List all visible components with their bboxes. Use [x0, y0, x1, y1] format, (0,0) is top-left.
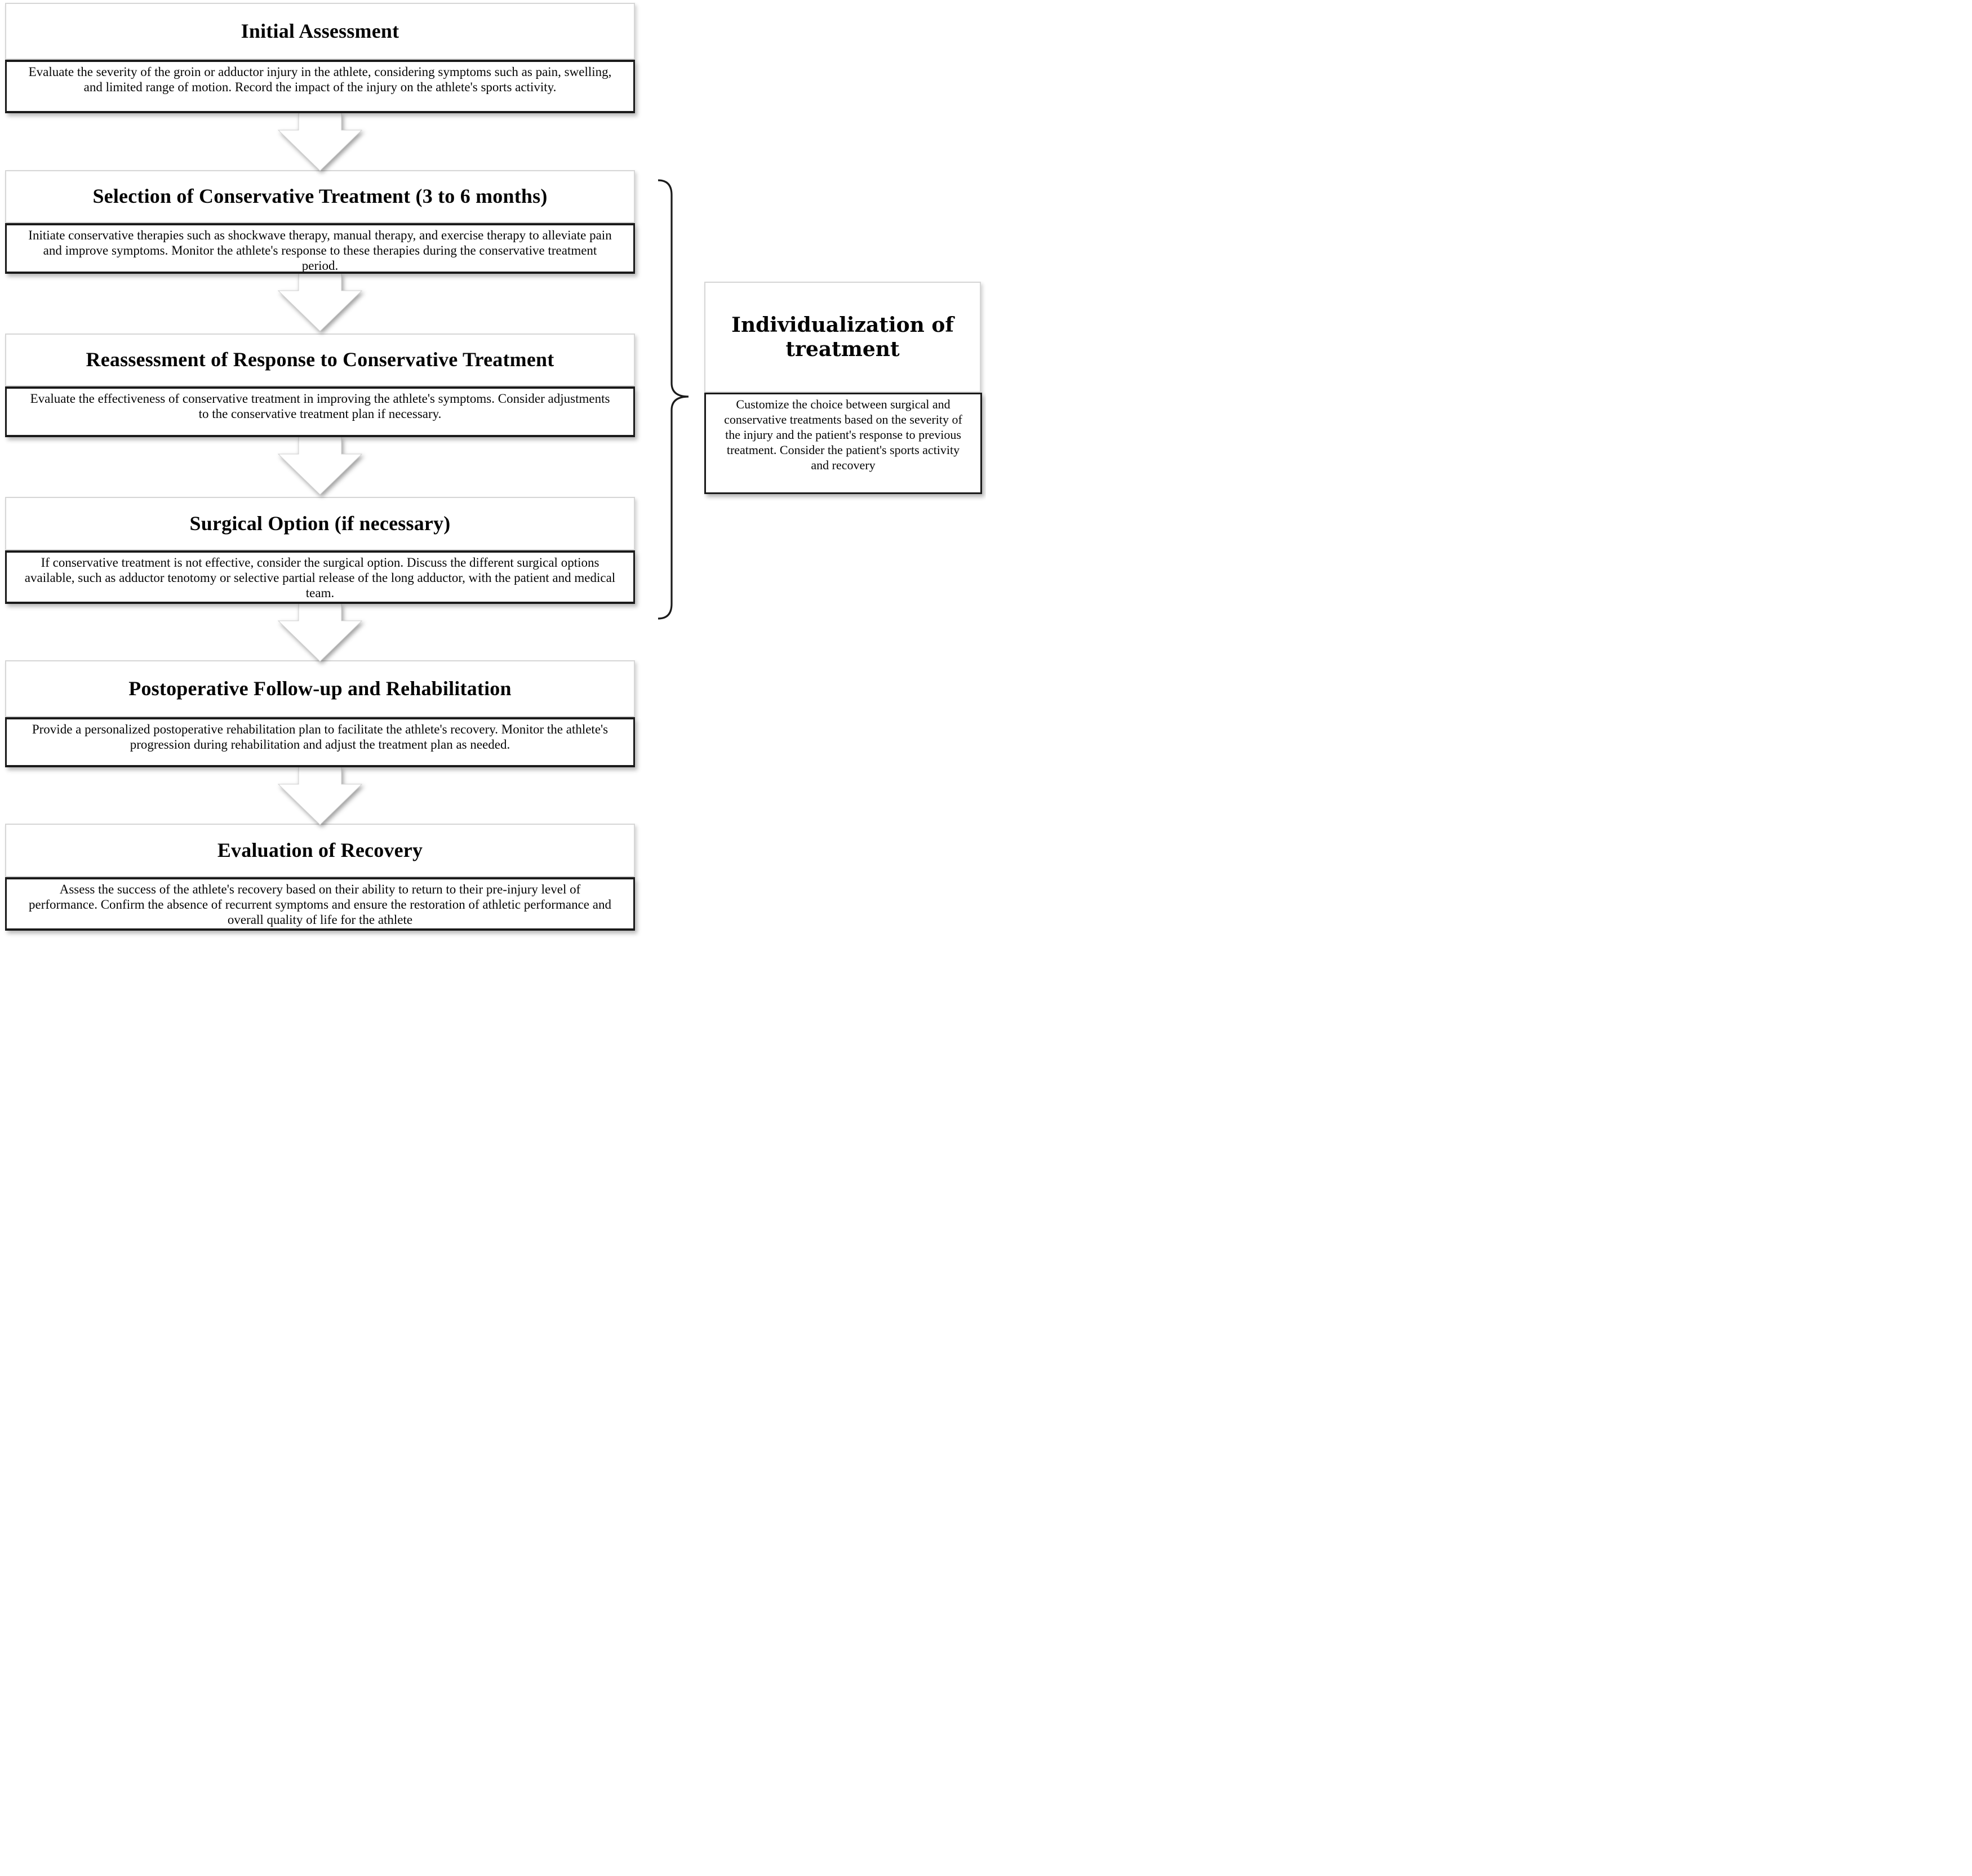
step-5-title-box: Postoperative Follow-up and Rehabilitati…	[5, 660, 635, 717]
step-1-title-box: Initial Assessment	[5, 3, 635, 60]
step-6-description-box: Assess the success of the athlete's reco…	[5, 877, 635, 931]
step-5-description-box: Provide a personalized postoperative reh…	[5, 717, 635, 767]
down-arrow-icon	[277, 767, 363, 825]
step-2-title-box: Selection of Conservative Treatment (3 t…	[5, 170, 635, 223]
side-note-description: Customize the choice between surgical an…	[724, 397, 962, 472]
step-3-description-box: Evaluate the effectiveness of conservati…	[5, 386, 635, 437]
step-5-title: Postoperative Follow-up and Rehabilitati…	[128, 677, 512, 700]
step-3-description: Evaluate the effectiveness of conservati…	[30, 392, 610, 421]
step-4-title: Surgical Option (if necessary)	[189, 512, 451, 535]
step-4-description: If conservative treatment is not effecti…	[24, 555, 616, 600]
step-1-title: Initial Assessment	[241, 19, 399, 42]
step-3-title-box: Reassessment of Response to Conservative…	[5, 334, 635, 386]
step-1-description-box: Evaluate the severity of the groin or ad…	[5, 60, 635, 113]
flowchart: Initial Assessment Evaluate the severity…	[0, 0, 986, 938]
step-2-description: Initiate conservative therapies such as …	[28, 228, 612, 273]
side-note-title-box: Individualization of treatment	[704, 282, 981, 393]
step-6-description: Assess the success of the athlete's reco…	[29, 882, 611, 927]
step-6-title-box: Evaluation of Recovery	[5, 824, 635, 877]
step-5-description: Provide a personalized postoperative reh…	[32, 722, 609, 752]
step-6-title: Evaluation of Recovery	[217, 838, 423, 861]
down-arrow-icon	[277, 437, 363, 495]
side-note-title: Individualization of treatment	[731, 313, 954, 361]
step-2-title: Selection of Conservative Treatment (3 t…	[92, 185, 548, 208]
side-note-description-box: Customize the choice between surgical an…	[704, 393, 982, 494]
down-arrow-icon	[277, 274, 363, 332]
right-curly-brace-icon	[658, 179, 689, 620]
step-4-description-box: If conservative treatment is not effecti…	[5, 550, 635, 604]
step-2-description-box: Initiate conservative therapies such as …	[5, 223, 635, 274]
step-4-title-box: Surgical Option (if necessary)	[5, 497, 635, 550]
step-1-description: Evaluate the severity of the groin or ad…	[28, 65, 612, 94]
down-arrow-icon	[277, 113, 363, 171]
step-3-title: Reassessment of Response to Conservative…	[86, 348, 554, 371]
down-arrow-icon	[277, 604, 363, 662]
